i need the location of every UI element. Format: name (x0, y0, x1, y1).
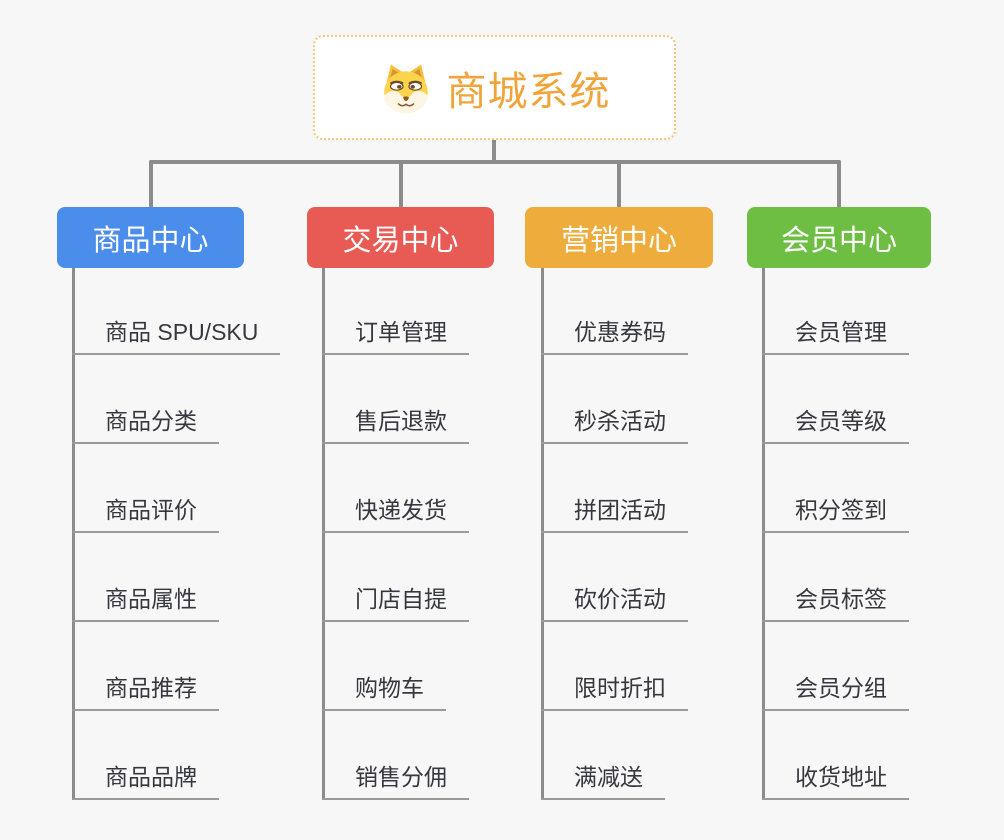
connector-stub-trade (399, 160, 403, 208)
leaf-product-spu-sku[interactable]: 商品 SPU/SKU (72, 317, 281, 355)
leaf-shopping-cart[interactable]: 购物车 (322, 673, 446, 711)
leaf-product-category[interactable]: 商品分类 (72, 406, 219, 444)
leaf-sales-commission[interactable]: 销售分佣 (322, 762, 469, 800)
root-node[interactable]: 商城系统 (313, 35, 676, 140)
branch-node-product-center[interactable]: 商品中心 (57, 207, 244, 268)
trunk-line-member (762, 268, 765, 800)
trunk-line-product (72, 268, 75, 800)
branch-node-marketing-center[interactable]: 营销中心 (525, 207, 713, 268)
connector-stub-marketing (617, 160, 621, 208)
trunk-line-trade (322, 268, 325, 800)
leaf-limited-time-discount[interactable]: 限时折扣 (541, 673, 688, 711)
leaf-express-delivery[interactable]: 快递发货 (322, 495, 469, 533)
leaf-shipping-address[interactable]: 收货地址 (762, 762, 909, 800)
connector-horizontal-bar (149, 160, 841, 164)
leaf-store-pickup[interactable]: 门店自提 (322, 584, 469, 622)
branch-node-trade-center[interactable]: 交易中心 (307, 207, 494, 268)
trunk-line-marketing (541, 268, 544, 800)
root-title: 商城系统 (446, 69, 611, 114)
shiba-dog-icon (379, 62, 433, 114)
branch-node-member-center[interactable]: 会员中心 (747, 207, 931, 268)
leaf-member-management[interactable]: 会员管理 (762, 317, 909, 355)
connector-root-stub (492, 140, 496, 164)
connector-stub-product (149, 160, 153, 208)
leaf-aftersale-refund[interactable]: 售后退款 (322, 406, 469, 444)
leaf-product-review[interactable]: 商品评价 (72, 495, 219, 533)
leaf-group-buy[interactable]: 拼团活动 (541, 495, 688, 533)
leaf-order-management[interactable]: 订单管理 (322, 317, 469, 355)
leaf-flash-sale[interactable]: 秒杀活动 (541, 406, 688, 444)
leaf-product-recommend[interactable]: 商品推荐 (72, 673, 219, 711)
connector-stub-member (837, 160, 841, 208)
leaf-full-reduction[interactable]: 满减送 (541, 762, 665, 800)
leaf-product-attribute[interactable]: 商品属性 (72, 584, 219, 622)
leaf-member-group[interactable]: 会员分组 (762, 673, 909, 711)
leaf-member-tag[interactable]: 会员标签 (762, 584, 909, 622)
leaf-bargain-activity[interactable]: 砍价活动 (541, 584, 688, 622)
leaf-member-level[interactable]: 会员等级 (762, 406, 909, 444)
leaf-product-brand[interactable]: 商品品牌 (72, 762, 219, 800)
leaf-coupon-code[interactable]: 优惠券码 (541, 317, 688, 355)
leaf-points-checkin[interactable]: 积分签到 (762, 495, 909, 533)
